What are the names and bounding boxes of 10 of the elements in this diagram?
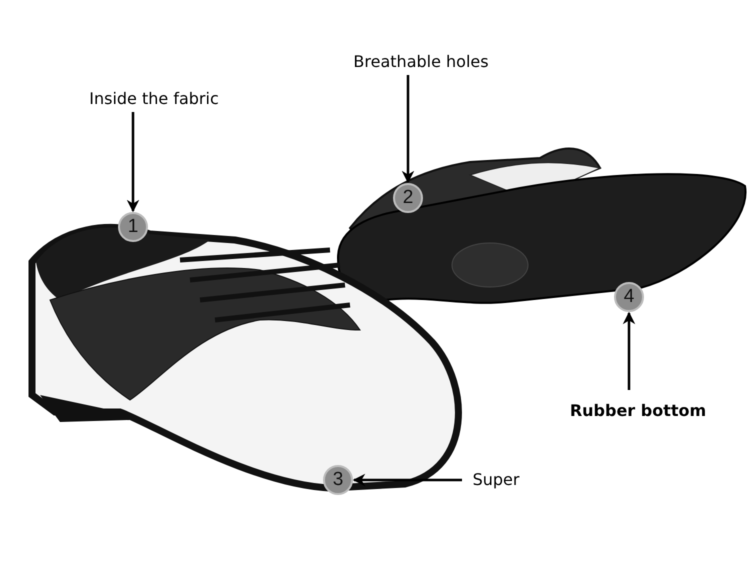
callout-number: 4 <box>614 282 644 312</box>
callout-label: Inside the fabric <box>89 88 219 108</box>
arrow <box>622 312 636 390</box>
callout-label: Rubber bottom <box>570 400 706 420</box>
arrow <box>352 474 462 486</box>
callout-number: 1 <box>118 212 148 242</box>
callout-label: Super <box>472 470 520 488</box>
callout-label: Breathable holes <box>353 52 489 70</box>
arrow <box>126 112 140 212</box>
arrow <box>402 75 414 184</box>
